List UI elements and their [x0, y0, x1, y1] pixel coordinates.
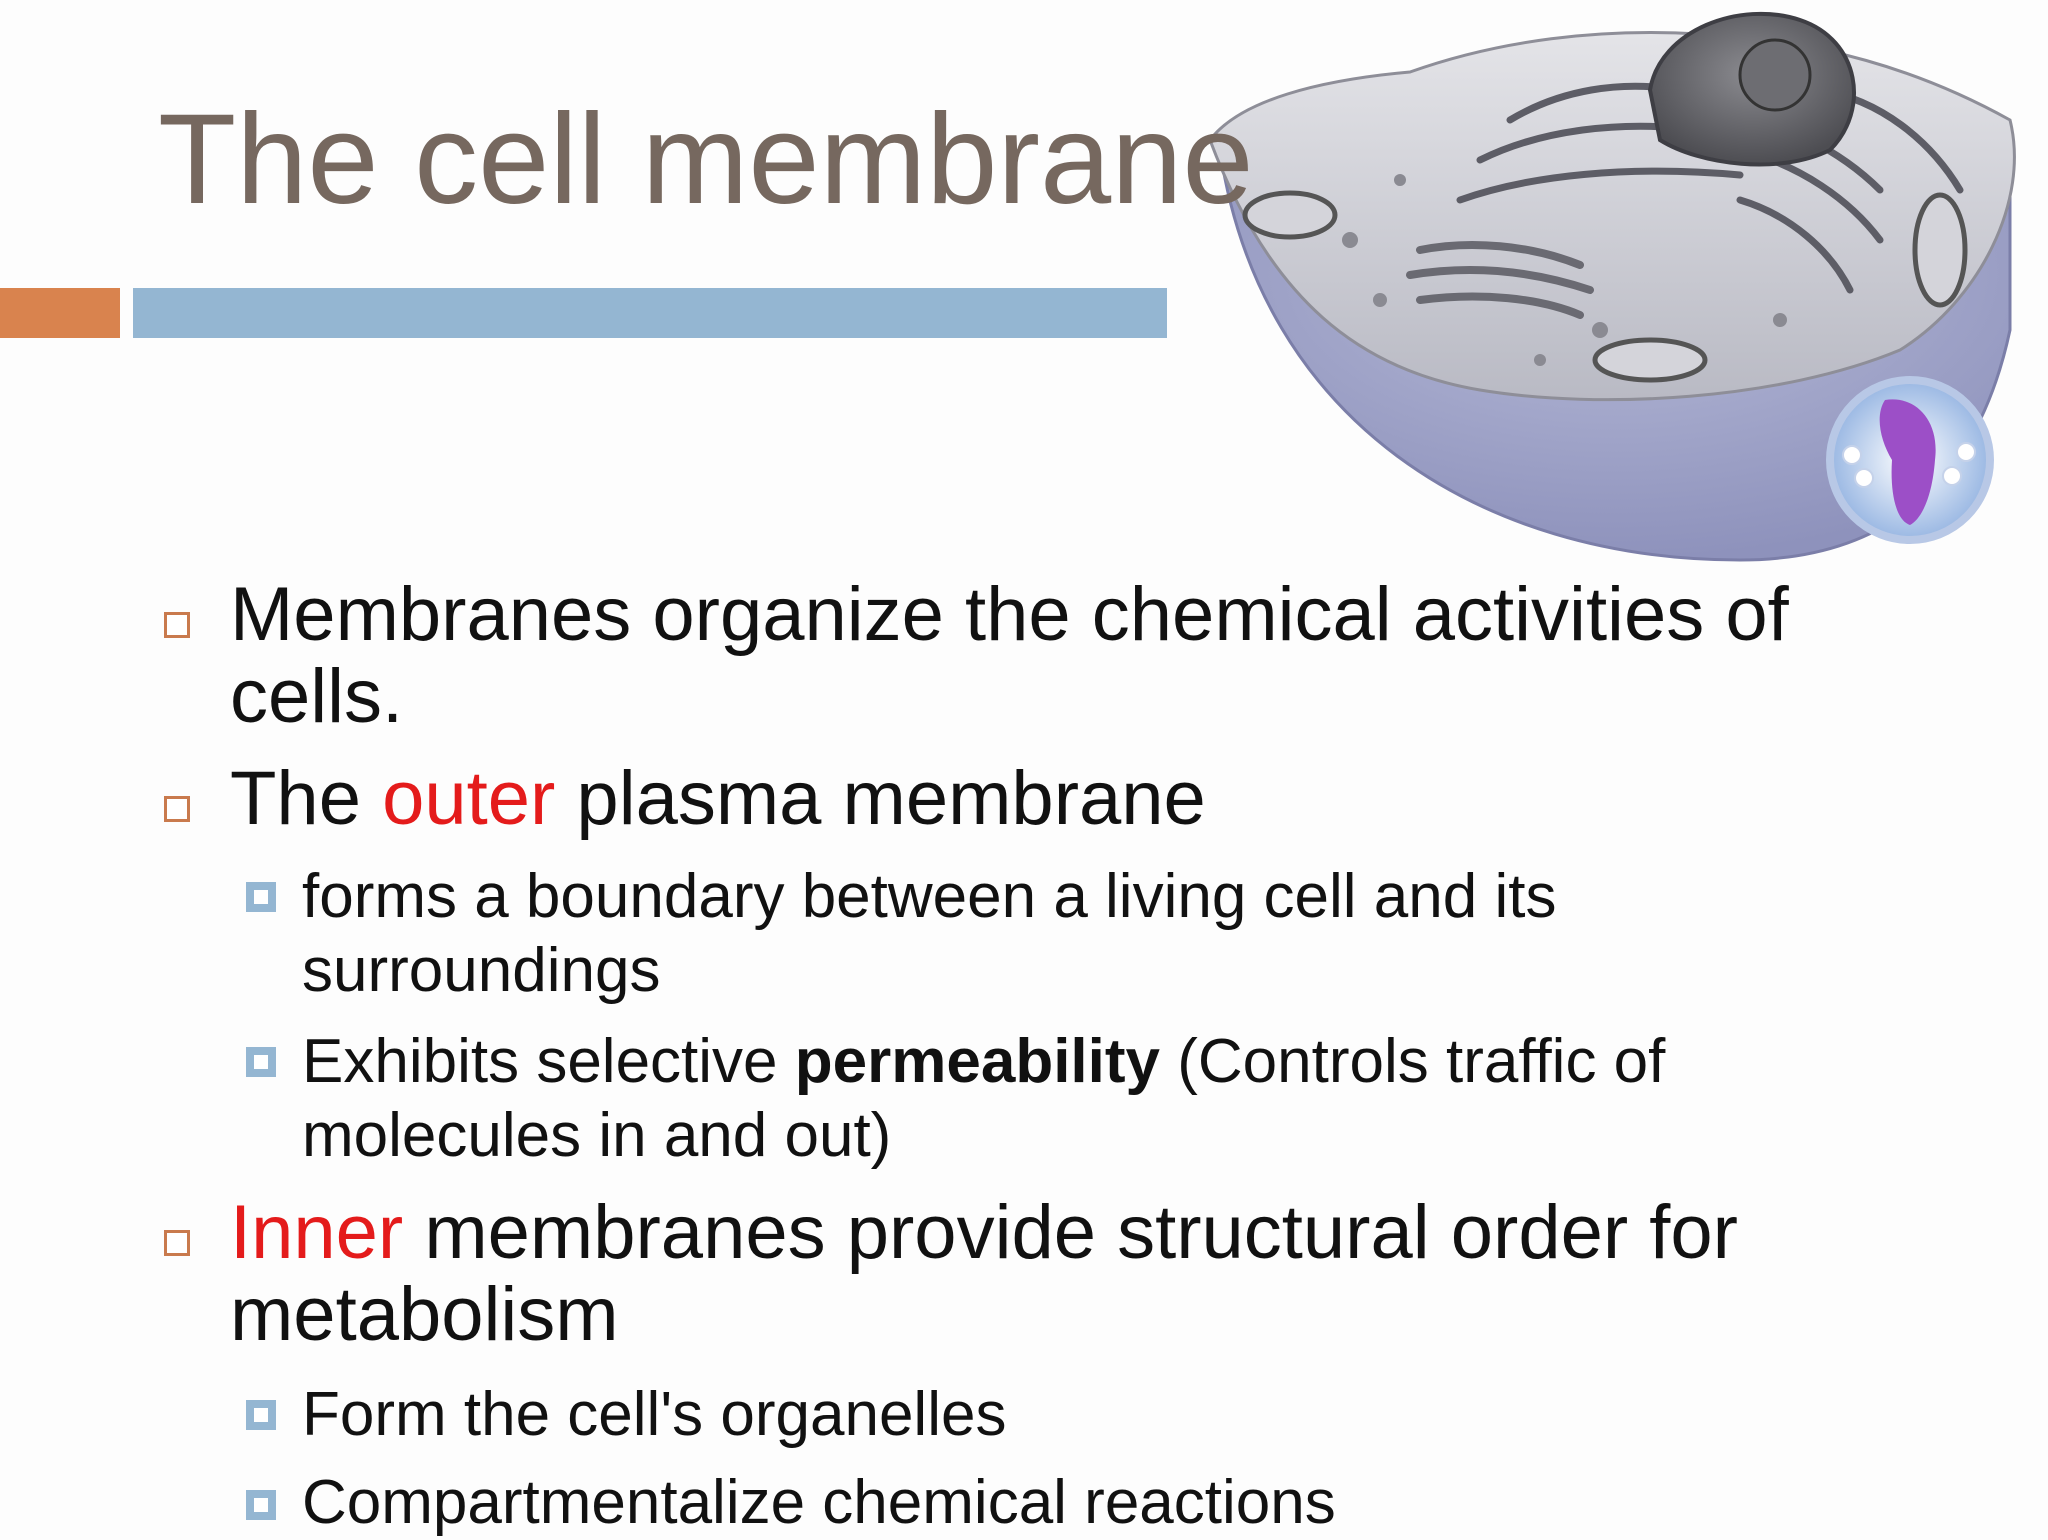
sub-list-item: Form the cell's organelles [302, 1378, 1862, 1452]
square-bullet-icon [164, 1230, 190, 1256]
square-bullet-icon [164, 612, 190, 638]
list-item: The outer plasma membrane [230, 758, 1850, 840]
sub-bullet-text-before: Exhibits selective [302, 1027, 795, 1096]
title-accent-bar-blue [133, 288, 1167, 338]
sub-list-item: forms a boundary between a living cell a… [302, 860, 1862, 1008]
sub-list-item: Exhibits selective permeability (Control… [302, 1025, 1862, 1173]
sub-bullet-text: Compartmentalize chemical reactions [302, 1468, 1336, 1537]
title-accent-bar-orange [0, 288, 120, 338]
bullet-text-after: plasma membrane [555, 756, 1206, 841]
slide-title: The cell membrane [158, 88, 1254, 231]
square-bullet-icon [164, 796, 190, 822]
sub-bullet-text: Form the cell's organelles [302, 1380, 1007, 1449]
sub-list-item: Compartmentalize chemical reactions [302, 1466, 1862, 1540]
sub-bullet-text-after: (Controls traffic of molecules in and ou… [302, 1027, 1666, 1170]
square-sub-bullet-icon [246, 882, 276, 912]
list-item: Inner membranes provide structural order… [230, 1192, 1850, 1356]
highlight-text: Inner [230, 1190, 404, 1275]
bullet-text: Membranes organize the chemical activiti… [230, 572, 1789, 739]
square-sub-bullet-icon [246, 1400, 276, 1430]
bullet-text-before: The [230, 756, 383, 841]
list-item: Membranes organize the chemical activiti… [230, 574, 1850, 738]
cell-cutaway-illustration [1208, 11, 2016, 562]
sub-bullet-text: forms a boundary between a living cell a… [302, 862, 1557, 1005]
square-sub-bullet-icon [246, 1490, 276, 1520]
highlight-text: outer [382, 756, 556, 841]
bullet-text-after: membranes provide structural order for m… [230, 1190, 1738, 1357]
bold-term: permeability [794, 1027, 1161, 1096]
square-sub-bullet-icon [246, 1047, 276, 1077]
